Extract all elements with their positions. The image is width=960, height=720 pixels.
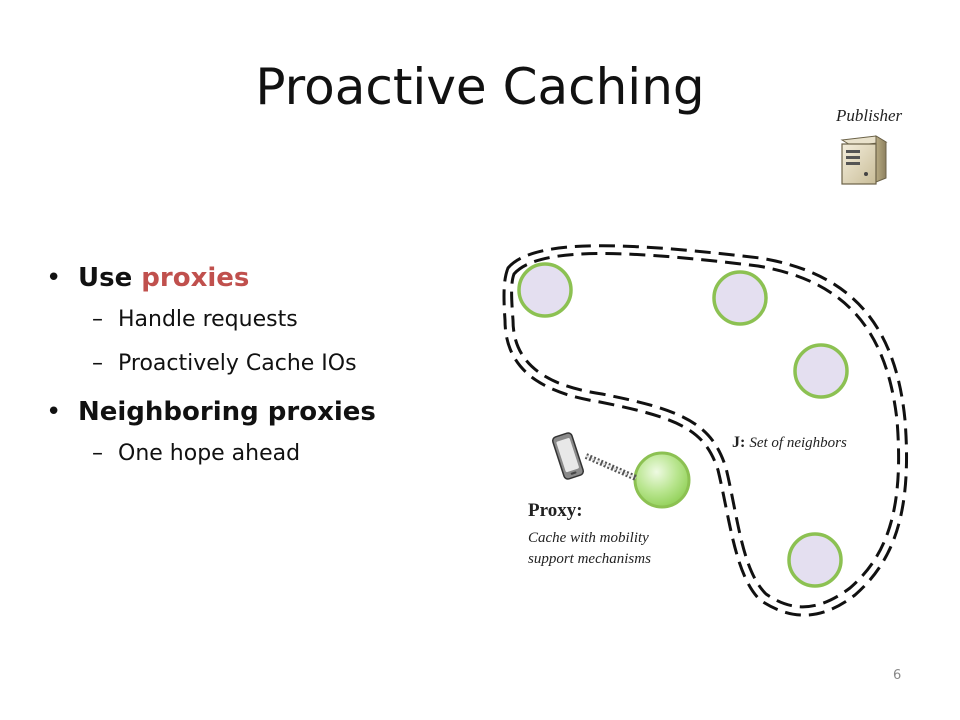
neighbor-set-label: J: Set of neighbors	[732, 434, 847, 452]
neighbor-node	[517, 262, 573, 318]
sub-bullet-text: Proactively Cache IOs	[118, 351, 357, 376]
bullet-neighboring-proxies: • Neighboring proxies	[46, 392, 486, 432]
bullet-text: Neighboring proxies	[78, 397, 376, 427]
bullet-dot: •	[46, 397, 62, 427]
sub-bullet-dash: –	[92, 307, 103, 332]
sub-bullet-dash: –	[92, 441, 103, 466]
bullet-use-proxies: • Use proxies	[46, 258, 486, 298]
slide-title: Proactive Caching	[255, 58, 705, 116]
proxy-node	[633, 451, 691, 509]
page-number: 6	[893, 668, 902, 683]
sub-bullet-text: One hope ahead	[118, 441, 301, 466]
proxy-label-title: Proxy:	[528, 500, 583, 521]
neighbor-set-symbol: J:	[732, 434, 746, 451]
wireless-link	[584, 453, 638, 481]
neighbor-node	[712, 270, 768, 326]
neighbor-node	[793, 343, 849, 399]
proxy-description-line: Cache with mobility	[528, 530, 649, 546]
sub-bullet-handle-requests: – Handle requests	[46, 298, 486, 342]
bullet-text-prefix: Use	[78, 263, 142, 293]
neighbor-set-boundary	[502, 244, 909, 617]
neighbor-node	[787, 532, 843, 588]
sub-bullet-proactively-cache: – Proactively Cache IOs	[46, 342, 486, 386]
neighbor-set-description: Set of neighbors	[749, 435, 847, 451]
proxy-description-line: support mechanisms	[528, 551, 651, 567]
mobile-phone-icon	[551, 432, 585, 480]
publisher-label: Publisher	[836, 106, 903, 125]
bullet-highlight-proxies: proxies	[141, 263, 250, 293]
sub-bullet-text: Handle requests	[118, 307, 298, 332]
sub-bullet-dash: –	[92, 351, 103, 376]
proxy-label-description: Cache with mobility support mechanisms	[528, 528, 728, 570]
server-icon	[840, 135, 888, 185]
bullet-list: • Use proxies – Handle requests – Proact…	[46, 258, 486, 476]
sub-bullet-one-hop-ahead: – One hope ahead	[46, 432, 486, 476]
bullet-dot: •	[46, 263, 62, 293]
